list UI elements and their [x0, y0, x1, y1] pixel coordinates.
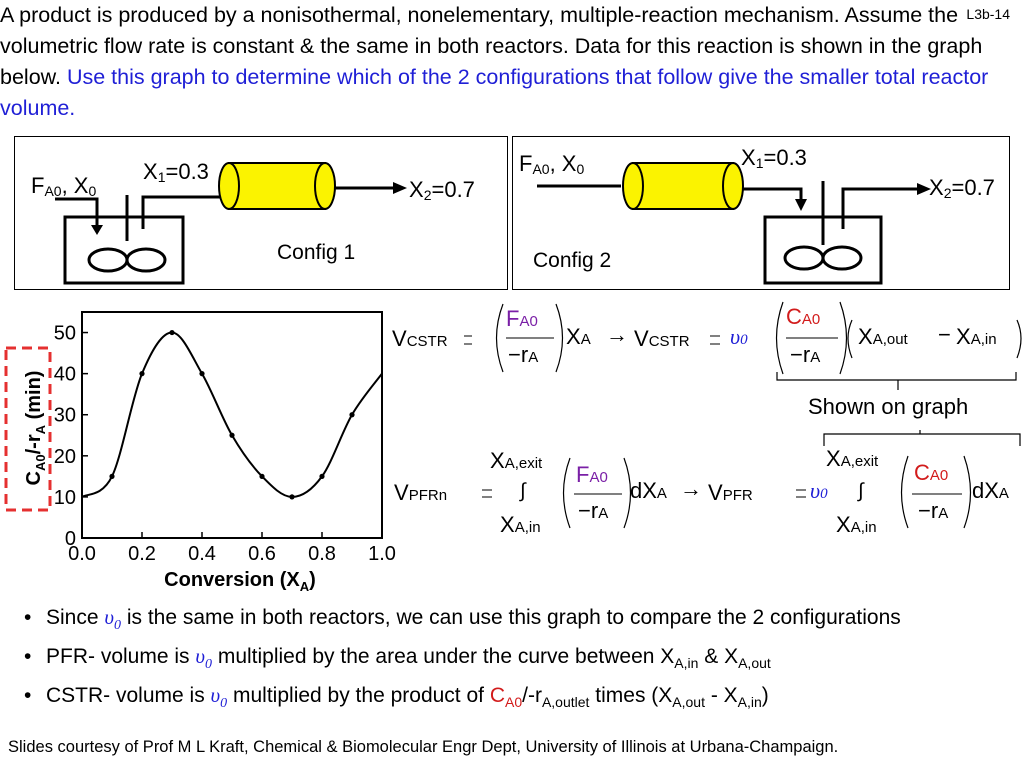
- y-tick-label: 0: [65, 528, 76, 550]
- y-tick-label: 30: [54, 405, 76, 427]
- pfr-arrow: →: [680, 476, 702, 501]
- cstr-equation-decor: [464, 301, 1022, 390]
- x-tick-label: 0.6: [248, 543, 276, 565]
- config2-x1-label: X1=0.3: [741, 145, 807, 171]
- cstr-xout: XA,out: [858, 324, 908, 349]
- pfr-equation-decor: [482, 430, 1021, 529]
- chart: 0.0 0.2 0.4 0.6 0.8 1.0 0 10 20 30 40 50Conversion …: [4, 311, 396, 594]
- pfr-integral-2: ∫: [858, 480, 864, 502]
- footer-credit: Slides courtesy of Prof M L Kraft, Chemi…: [8, 738, 839, 756]
- pfr-integral: ∫: [520, 480, 526, 502]
- cstr-den1: −rA: [508, 342, 539, 367]
- intro-text: A product is produced by a nonisothermal…: [0, 0, 990, 124]
- cstr-minus: −: [938, 322, 951, 347]
- cstr-v2: VCSTR: [634, 326, 690, 351]
- config1-panel: X1=0.3 FA0, X0 X2=0.7 Config 1: [14, 136, 508, 290]
- config1-x2-label: X2=0.7: [409, 177, 475, 203]
- data-point: [169, 329, 175, 336]
- config2-x2-label: X2=0.7: [929, 175, 995, 201]
- x-tick-label: 0.2: [128, 543, 156, 565]
- pfr-num1: FA0: [576, 462, 608, 487]
- pfr-lower-limit: XA,in: [500, 512, 541, 537]
- data-point: [199, 371, 205, 377]
- pfr-dx: dXA: [630, 478, 667, 503]
- data-point: [289, 494, 295, 500]
- config1-diagram: [55, 162, 407, 285]
- bullet-item: PFR- volume is υ0 multiplied by the area…: [24, 641, 1014, 680]
- x-axis-label: Conversion (XA): [164, 569, 316, 594]
- pfr-dx-2: dXA: [972, 478, 1009, 503]
- slide-number: L3b-14: [966, 6, 1010, 22]
- cstr-xa: XA: [566, 324, 591, 349]
- shown-on-graph-label: Shown on graph: [808, 394, 969, 419]
- pfr-upper-limit: XA,exit: [490, 448, 543, 473]
- data-point: [109, 473, 115, 479]
- config2-panel: X1=0.3 FA0, X0 X2=0.7 Config 2: [512, 136, 1010, 290]
- y-tick-label: 20: [54, 446, 76, 468]
- pfr-v2: VPFR: [708, 480, 753, 505]
- y-tick-label: 50: [54, 323, 76, 345]
- cstr-num2: CA0: [786, 304, 821, 329]
- data-point: [139, 371, 145, 377]
- data-point: [349, 412, 355, 418]
- y-tick-label: 40: [54, 364, 76, 386]
- config1-feed-label: FA0, X0: [31, 173, 97, 199]
- bullet-list: Since υ0 is the same in both reactors, w…: [24, 602, 1014, 720]
- config2-label: Config 2: [533, 249, 612, 272]
- ylabel-highlight-box: [4, 346, 52, 512]
- config1-label: Config 1: [277, 241, 356, 264]
- pfr-nu: υ0: [810, 478, 828, 503]
- x-tick-label: 0.0: [68, 543, 96, 565]
- x-tick-label: 1.0: [368, 543, 396, 565]
- data-point: [319, 473, 325, 479]
- config1-x1-label: X1=0.3: [143, 159, 209, 185]
- cstr-v: VCSTR: [392, 326, 448, 351]
- cstr-den2: −rA: [790, 342, 821, 367]
- cstr-xin: XA,in: [956, 324, 997, 349]
- pfr-v: VPFRn: [394, 480, 448, 505]
- pfr-den1: −rA: [578, 498, 609, 523]
- y-axis-label: CA0/-rA (min): [23, 371, 48, 486]
- y-tick-label: 10: [54, 487, 76, 509]
- plot-frame: [81, 311, 383, 539]
- pfr-num2: CA0: [914, 460, 949, 485]
- x-tick-label: 0.8: [308, 543, 336, 565]
- x-tick-label: 0.4: [188, 543, 216, 565]
- pfr-lower-limit-2: XA,in: [836, 512, 877, 537]
- series-line: [81, 331, 383, 498]
- pfr-upper-limit-2: XA,exit: [826, 446, 879, 471]
- pfr-den2: −rA: [918, 498, 949, 523]
- config2-feed-label: FA0, X0: [519, 151, 585, 177]
- intro-black: A product is produced by a nonisothermal…: [0, 3, 983, 89]
- intro-blue: Use this graph to determine which of the…: [0, 65, 989, 120]
- cstr-nu: υ0: [730, 324, 748, 349]
- cstr-num1: FA0: [506, 306, 538, 331]
- bullet-item: Since υ0 is the same in both reactors, w…: [24, 602, 1014, 641]
- data-point: [259, 473, 265, 479]
- data-point: [229, 432, 235, 438]
- config2-diagram: [537, 162, 931, 285]
- cstr-arrow: →: [606, 322, 628, 347]
- bullet-item: CSTR- volume is υ0 multiplied by the pro…: [24, 680, 1014, 719]
